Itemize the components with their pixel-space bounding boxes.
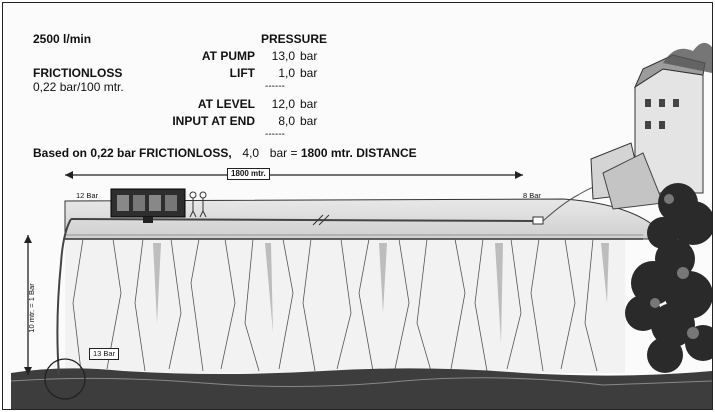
- separator-2: ------: [265, 129, 285, 140]
- pump-pressure-label: 12 Bar: [76, 191, 99, 200]
- summary-result: 1800 mtr. DISTANCE: [300, 146, 417, 160]
- row-label-at-pump: AT PUMP: [201, 49, 255, 63]
- row-value-input-at-end: 8,0: [278, 114, 295, 128]
- row-value-lift: 1,0: [278, 66, 295, 80]
- summary-equals: =: [290, 146, 298, 160]
- burning-buildings: [590, 42, 712, 210]
- trees: [625, 183, 712, 373]
- illustration: [10, 42, 712, 409]
- summary-line: Based on 0,22 bar FRICTIONLOSS, 4,0 bar …: [33, 146, 417, 160]
- frictionloss-title: FRICTIONLOSS: [33, 66, 123, 80]
- summary-value: 4,0: [242, 146, 260, 160]
- pump-unit: [110, 188, 186, 223]
- vertical-scale-label: 10 mtr. = 1 Bar: [27, 283, 36, 333]
- row-label-input-at-end: INPUT AT END: [172, 114, 255, 128]
- flow-rate: 2500 l/min: [33, 32, 92, 46]
- summary-unit: bar: [269, 146, 288, 160]
- row-label-lift: LIFT: [229, 66, 255, 80]
- people: [189, 191, 207, 218]
- row-unit-at-level: bar: [300, 97, 318, 111]
- cliff-shadows: [153, 243, 609, 343]
- distance-label: 1800 mtr.: [227, 168, 270, 180]
- cliff-streaks: [72, 238, 598, 372]
- suction-circle: [44, 358, 86, 400]
- row-value-at-pump: 13,0: [271, 49, 295, 63]
- row-label-at-level: AT LEVEL: [197, 97, 255, 111]
- row-unit-lift: bar: [300, 66, 318, 80]
- separator-1: ------: [265, 81, 285, 92]
- end-pressure-label: 8 Bar: [523, 191, 541, 200]
- row-value-at-level: 12,0: [271, 97, 295, 111]
- row-unit-input-at-end: bar: [300, 114, 318, 128]
- hose-down: [56, 218, 72, 376]
- summary-prefix: Based on 0,22 bar FRICTIONLOSS,: [33, 146, 232, 160]
- bottom-pressure-label: 13 Bar: [89, 348, 120, 360]
- ground: [11, 368, 712, 409]
- frictionloss-value: 0,22 bar/100 mtr.: [33, 80, 124, 94]
- row-unit-at-pump: bar: [300, 49, 318, 63]
- pressure-header: PRESSURE: [261, 32, 328, 46]
- hose-end: [532, 216, 544, 225]
- cliff-face: [65, 239, 625, 373]
